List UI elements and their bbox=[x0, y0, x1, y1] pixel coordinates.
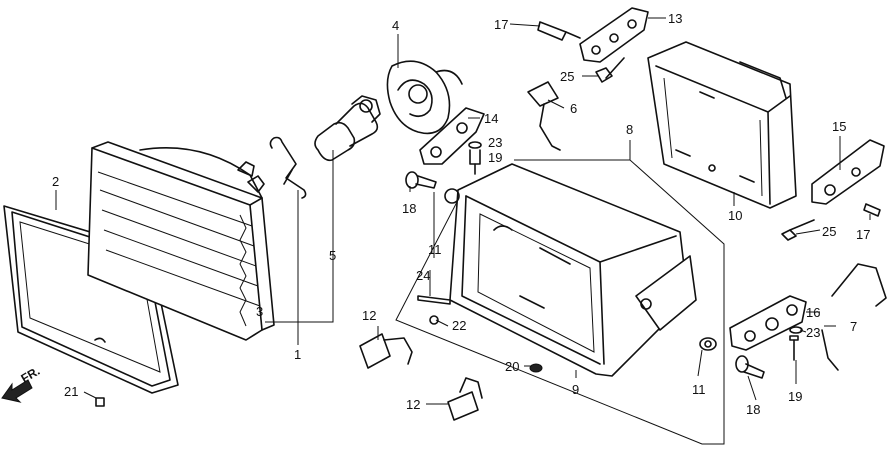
callout-23-left: 23 bbox=[488, 135, 502, 150]
callout-1: 1 bbox=[294, 347, 301, 362]
bolt-18-left bbox=[405, 171, 437, 189]
socket-cover bbox=[386, 60, 463, 135]
screw-24 bbox=[417, 295, 451, 305]
callout-12-lower: 12 bbox=[406, 397, 420, 412]
bolt-18-right bbox=[735, 355, 765, 379]
callout-21: 21 bbox=[64, 384, 78, 399]
wire-bracket-7 bbox=[821, 263, 887, 371]
callout-17-top: 17 bbox=[494, 17, 508, 32]
callout-16: 16 bbox=[806, 305, 820, 320]
callout-13: 13 bbox=[668, 11, 682, 26]
callout-14: 14 bbox=[484, 111, 498, 126]
mount-bracket-left bbox=[419, 107, 485, 165]
callout-23-right: 23 bbox=[806, 325, 820, 340]
callout-labels: 1 2 3 4 5 6 7 8 9 10 11 11 12 12 13 14 1… bbox=[52, 11, 870, 417]
wire-clamp-12a bbox=[359, 333, 413, 369]
mount-bracket-16 bbox=[729, 295, 807, 351]
nut-25-right bbox=[781, 219, 815, 241]
callout-6: 6 bbox=[570, 101, 577, 116]
bolt-17-right bbox=[863, 203, 881, 217]
callout-24: 24 bbox=[416, 268, 430, 283]
nut-25-top bbox=[595, 67, 613, 83]
bolt-assembly-left bbox=[468, 141, 482, 175]
screw-22 bbox=[429, 315, 439, 325]
callout-9: 9 bbox=[572, 382, 579, 397]
wire-bracket-6 bbox=[527, 81, 561, 151]
headlight-lens-unit bbox=[87, 141, 275, 341]
callout-11-left: 11 bbox=[428, 242, 442, 257]
leader-lines bbox=[55, 17, 871, 445]
callout-18-left: 18 bbox=[402, 201, 416, 216]
callout-22: 22 bbox=[452, 318, 466, 333]
callout-25-top: 25 bbox=[560, 69, 574, 84]
callout-11-right: 11 bbox=[692, 382, 706, 397]
callout-2: 2 bbox=[52, 174, 59, 189]
wire-clip bbox=[269, 136, 307, 199]
callout-19-left: 19 bbox=[488, 150, 502, 165]
top-bracket bbox=[579, 7, 649, 79]
callout-4: 4 bbox=[392, 18, 399, 33]
washer-23-right bbox=[789, 326, 803, 334]
callout-3: 3 bbox=[256, 304, 263, 319]
callout-15: 15 bbox=[832, 119, 846, 134]
bolt-17-top bbox=[537, 21, 581, 41]
headlight-bulb bbox=[314, 95, 381, 162]
grommet-20 bbox=[529, 363, 543, 373]
callout-7: 7 bbox=[850, 319, 857, 334]
callout-17-right: 17 bbox=[856, 227, 870, 242]
callout-20: 20 bbox=[505, 359, 519, 374]
headlight-case-main bbox=[444, 163, 697, 377]
front-direction-label: FR. bbox=[19, 364, 43, 386]
callout-8: 8 bbox=[626, 122, 633, 137]
callout-25-right: 25 bbox=[822, 224, 836, 239]
callout-10: 10 bbox=[728, 208, 742, 223]
grommet-11 bbox=[699, 337, 717, 351]
callout-19-right: 19 bbox=[788, 389, 802, 404]
screw-21 bbox=[95, 397, 105, 407]
front-direction-indicator: FR. bbox=[1, 364, 43, 403]
bolt-19-right bbox=[789, 335, 799, 361]
wire-clamp-12b bbox=[447, 377, 483, 421]
callout-5: 5 bbox=[329, 248, 336, 263]
callout-12-upper: 12 bbox=[362, 308, 376, 323]
headlight-case-rear bbox=[647, 41, 797, 209]
mount-bracket-15 bbox=[811, 139, 885, 205]
callout-18-right: 18 bbox=[746, 402, 760, 417]
